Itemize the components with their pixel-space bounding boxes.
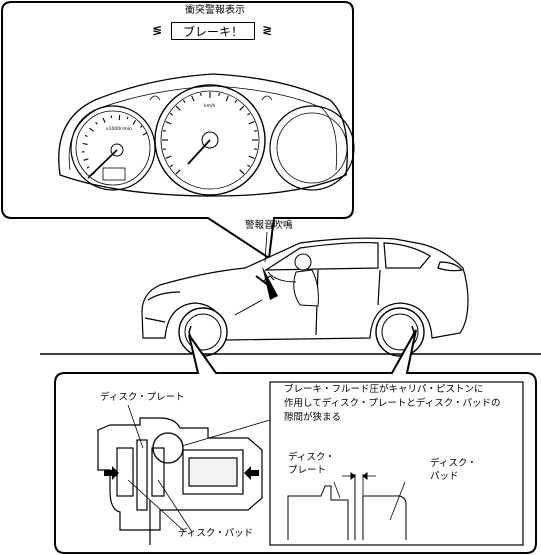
meter-callout xyxy=(1,1,354,260)
gauge-unit-tacho: x1000r/min xyxy=(106,126,132,132)
tachometer-tick xyxy=(140,125,143,128)
detail-disc-pad-label-1: ディスク・ xyxy=(430,458,477,469)
tachometer-tick xyxy=(83,158,89,161)
speedometer-tick xyxy=(248,121,255,125)
detail-disc-pad-label-2: パッド xyxy=(430,471,459,482)
flash-mark-right: ≷ xyxy=(262,23,273,37)
speedometer-tick xyxy=(165,121,172,125)
alarm-leader-line xyxy=(264,231,268,263)
gauge-unit-speed: km/h xyxy=(204,103,216,109)
speedometer-tick xyxy=(247,112,251,116)
speedometer-tick xyxy=(165,155,172,159)
tachometer-tick xyxy=(126,116,129,120)
speedometer-tick xyxy=(162,148,166,150)
speedometer-tick xyxy=(234,99,238,103)
explanation-line-2: 作用してディスク・プレートとディスク・パッドの xyxy=(284,398,501,409)
speedometer-tick xyxy=(169,112,173,116)
warning-display-label: 衝突警報表示 xyxy=(185,5,245,16)
flash-mark-left: ≶ xyxy=(152,23,163,37)
speedometer-tick xyxy=(254,130,258,132)
tachometer-tick xyxy=(82,142,88,145)
pressure-arrow-icon xyxy=(104,466,259,480)
tachometer-tick xyxy=(89,127,94,132)
speedometer-tick xyxy=(225,95,229,102)
speedometer-tick xyxy=(175,169,181,175)
tachometer-tick xyxy=(86,166,90,169)
brake-caliper-cross-section xyxy=(97,417,263,545)
disc-pad-label: ディスク・パッド xyxy=(178,528,254,539)
leader-lines xyxy=(127,404,271,533)
driver-illustration xyxy=(234,253,319,316)
speedometer-tick xyxy=(162,130,166,132)
detail-disc-plate-label-2: プレート xyxy=(288,465,327,476)
speedometer-tick xyxy=(200,92,202,96)
detail-disc-plate-label-1: ディスク・ xyxy=(288,452,335,463)
tachometer-tick xyxy=(102,117,106,123)
disc-plate-label: ディスク・プレート xyxy=(100,392,185,403)
speedometer-tick xyxy=(254,148,258,150)
speedometer-ticks xyxy=(162,92,258,175)
meter-cluster-illustration xyxy=(58,73,355,197)
warning-message: ブレーキ！ xyxy=(182,24,243,39)
speedometer-tick xyxy=(248,155,255,159)
speedometer-tick xyxy=(169,164,173,168)
speedometer-tick xyxy=(182,99,186,103)
speedometer-tick xyxy=(191,95,195,102)
alarm-label: 警報音吹鳴 xyxy=(245,220,293,231)
speedometer-tick xyxy=(247,164,251,168)
disc-pad-gap-detail xyxy=(269,381,524,546)
tachometer-ticks xyxy=(82,115,148,176)
warning-message-box: ブレーキ！ xyxy=(171,22,255,40)
tachometer-tick xyxy=(142,132,148,136)
tachometer-tick xyxy=(91,170,97,176)
tachometer-tick xyxy=(95,121,98,125)
explanation-line-1: ブレーキ・フルード圧がキャリパ・ピストンに xyxy=(284,384,484,395)
speedometer-tick xyxy=(239,105,245,111)
explanation-line-3: 隙間が狭まる xyxy=(284,412,342,423)
speedometer-tick xyxy=(175,105,181,111)
tachometer-tick xyxy=(84,134,88,137)
speedometer-tick xyxy=(239,169,245,175)
speedometer-tick xyxy=(218,92,220,96)
tachometer-tick xyxy=(132,120,137,125)
